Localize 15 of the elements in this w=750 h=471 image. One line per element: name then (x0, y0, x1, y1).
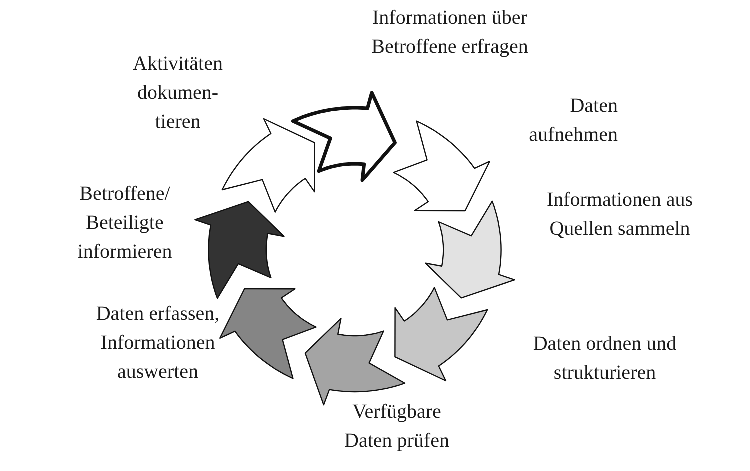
step-label: Aktivitäten dokumen- tieren (132, 52, 224, 135)
step-label: Betroffene/ Beteiligte informieren (76, 182, 174, 265)
cycle-arrow-segment (394, 287, 488, 382)
cycle-arrow-segment (291, 91, 397, 182)
cycle-arrow-segment (222, 118, 316, 213)
cycle-arrow-segment (220, 288, 317, 380)
step-label: Informationen aus Quellen sammeln (546, 188, 694, 242)
step-label: Informationen über Betroffene erfragen (370, 6, 530, 60)
step-label: Verfügbare Daten prüfen (344, 400, 450, 454)
cycle-arrow-segment (194, 201, 285, 300)
cycle-arrow-segment (425, 200, 516, 299)
step-label: Daten aufnehmen (528, 94, 618, 148)
step-label: Daten erfassen, Informationen auswerten (95, 302, 221, 385)
cycle-arrow-segment (393, 120, 490, 212)
step-label: Daten ordnen und strukturieren (532, 332, 678, 386)
